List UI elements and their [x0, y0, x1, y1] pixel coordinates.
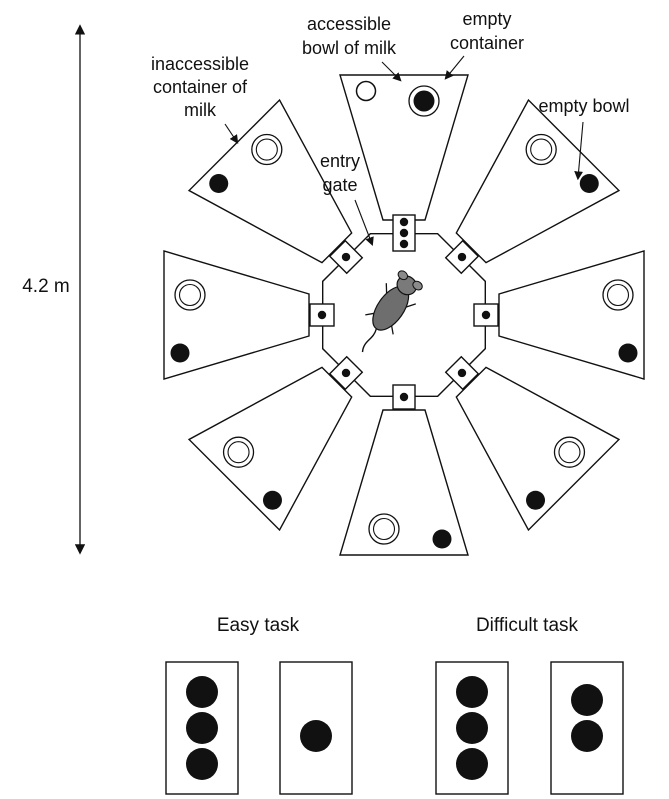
pointer-empty-container — [444, 55, 465, 80]
task-0-card-1 — [279, 661, 353, 795]
svg-text:accessible: accessible — [307, 14, 391, 34]
svg-text:empty bowl: empty bowl — [538, 96, 629, 116]
empty-bowl-icon — [178, 283, 202, 307]
label-inaccessible-container: inaccessible container of milk — [151, 54, 249, 120]
card-dot — [571, 720, 603, 752]
easy-task-title: Easy task — [217, 615, 300, 636]
pointer-accessible-bowl — [381, 61, 402, 82]
card-dot — [456, 676, 488, 708]
gate-west — [309, 303, 335, 327]
svg-text:container: container — [450, 33, 524, 53]
arm-items-north — [355, 80, 440, 117]
gate-southeast — [444, 355, 480, 391]
gate-dot — [341, 252, 351, 262]
svg-text:gate: gate — [322, 175, 357, 195]
empty-bowl-icon — [372, 517, 396, 541]
container-of-milk-icon — [579, 173, 599, 193]
pointer-empty-bowl — [574, 121, 584, 181]
milk-icon — [413, 90, 435, 112]
arm-items-southwest — [222, 436, 282, 510]
empty-bowl-icon — [530, 138, 553, 161]
gate-southwest — [328, 355, 364, 391]
arm-northeast — [455, 98, 621, 264]
card-dot — [300, 720, 332, 752]
svg-text:container of: container of — [153, 77, 248, 97]
arm-items-southeast — [526, 436, 586, 510]
arm-items-northeast — [525, 133, 599, 193]
empty-container-icon — [355, 80, 377, 102]
container-of-milk-icon — [432, 529, 452, 549]
gate-dot — [399, 217, 409, 227]
arm-northwest — [187, 98, 353, 264]
label-accessible-bowl: accessible bowl of milk — [302, 14, 397, 58]
card-dot — [456, 748, 488, 780]
container-of-milk-icon — [618, 343, 638, 363]
arm-items-west — [170, 279, 206, 363]
gate-dot — [399, 228, 409, 238]
gate-dot — [317, 310, 327, 320]
task-cards — [165, 661, 624, 795]
empty-bowl-icon — [227, 441, 250, 464]
task-0-card-0 — [165, 661, 239, 795]
gate-dot — [457, 368, 467, 378]
arm-items-northwest — [209, 133, 283, 193]
card-dot — [571, 684, 603, 716]
container-of-milk-icon — [209, 173, 229, 193]
rat-icon — [361, 270, 423, 353]
gate-north — [392, 214, 416, 252]
gate-dot — [341, 368, 351, 378]
arm-southwest — [187, 366, 353, 532]
card-dot — [186, 676, 218, 708]
container-of-milk-icon — [526, 490, 546, 510]
svg-text:milk: milk — [184, 100, 217, 120]
arm-east — [498, 250, 645, 380]
arm-items-east — [602, 279, 638, 363]
task-1-card-0 — [435, 661, 509, 795]
container-of-milk-icon — [262, 490, 282, 510]
gate-east — [473, 303, 499, 327]
card-dot — [186, 712, 218, 744]
svg-text:entry: entry — [320, 151, 360, 171]
container-of-milk-icon — [170, 343, 190, 363]
label-entry-gate: entry gate — [320, 151, 360, 195]
card-dot — [186, 748, 218, 780]
pointer-inaccessible-container — [224, 123, 239, 144]
card-dot — [456, 712, 488, 744]
arm-southeast — [455, 366, 621, 532]
difficult-task-title: Difficult task — [476, 615, 579, 636]
pointer-entry-gate — [354, 199, 374, 247]
empty-bowl-icon — [558, 441, 581, 464]
empty-bowl-icon — [255, 138, 278, 161]
svg-text:empty: empty — [462, 9, 511, 29]
difficult-task: Difficult task — [476, 615, 579, 636]
gate-northeast — [444, 239, 480, 275]
svg-text:inaccessible: inaccessible — [151, 54, 249, 74]
arm-items-south — [368, 513, 452, 549]
gate-dot — [399, 392, 409, 402]
task-1-card-1 — [550, 661, 624, 795]
scale-label: 4.2 m — [22, 276, 70, 297]
gate-northwest — [328, 239, 364, 275]
label-empty-container: empty container — [450, 9, 524, 53]
easy-task: Easy task — [217, 615, 300, 636]
arm-south — [339, 409, 469, 556]
label-empty-bowl: empty bowl — [538, 96, 629, 116]
svg-text:bowl of milk: bowl of milk — [302, 38, 397, 58]
gate-dot — [399, 239, 409, 249]
gate-dot — [481, 310, 491, 320]
empty-bowl-icon — [606, 283, 630, 307]
gate-dot — [457, 252, 467, 262]
arm-west — [163, 250, 310, 380]
gate-south — [392, 384, 416, 410]
radial-arena — [163, 74, 645, 556]
